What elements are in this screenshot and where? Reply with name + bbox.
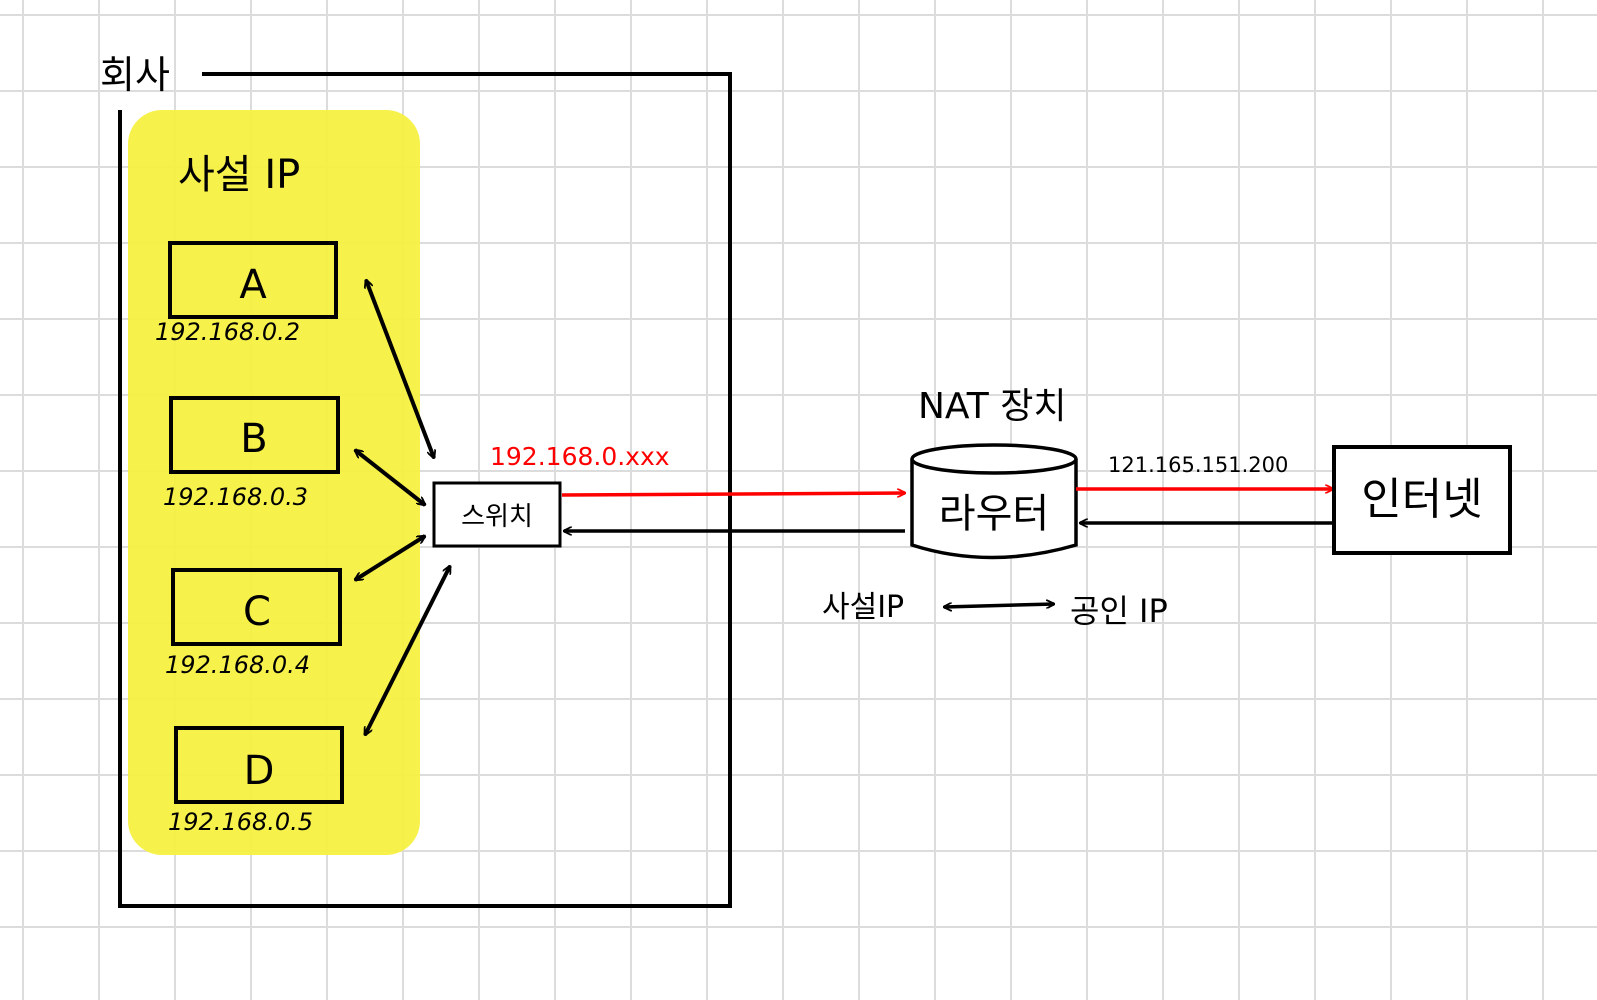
red-link-switch-router xyxy=(561,493,905,495)
arrow-b-switch xyxy=(355,450,425,505)
router-label: 라우터 xyxy=(939,491,1049,537)
mapping-arrow xyxy=(944,604,1054,607)
router-cylinder-top xyxy=(910,443,1078,475)
arrow-a-switch xyxy=(366,280,434,458)
router-cylinder xyxy=(910,459,1078,560)
host-box-c xyxy=(171,568,342,646)
internet-box xyxy=(1332,445,1512,555)
mapping-private-label: 사설IP xyxy=(822,590,904,625)
host-box-d xyxy=(174,726,344,804)
host-ip-c: 192.168.0.4 xyxy=(165,651,310,679)
company-boundary xyxy=(118,72,732,908)
host-ip-b: 192.168.0.3 xyxy=(163,483,308,511)
host-label-c: C xyxy=(243,589,271,635)
public-ip: 121.165.151.200 xyxy=(1108,453,1288,477)
private-zone-label: 사설 IP xyxy=(178,152,300,198)
switch-out-ip: 192.168.0.xxx xyxy=(490,442,670,471)
host-box-b xyxy=(169,396,340,474)
host-ip-d: 192.168.0.5 xyxy=(168,808,313,836)
internet-label: 인터넷 xyxy=(1361,474,1482,525)
host-label-a: A xyxy=(239,262,267,308)
nat-title: NAT 장치 xyxy=(918,386,1066,427)
mapping-public-label: 공인 IP xyxy=(1070,592,1168,630)
host-label-b: B xyxy=(240,416,267,462)
host-box-a xyxy=(168,241,338,319)
switch-label: 스위치 xyxy=(461,502,533,532)
arrow-d-switch xyxy=(363,566,452,735)
host-label-d: D xyxy=(244,748,275,794)
host-ip-a: 192.168.0.2 xyxy=(155,318,300,346)
company-label: 회사 xyxy=(100,53,170,97)
private-ip-zone xyxy=(128,110,420,855)
switch-box xyxy=(432,481,562,548)
